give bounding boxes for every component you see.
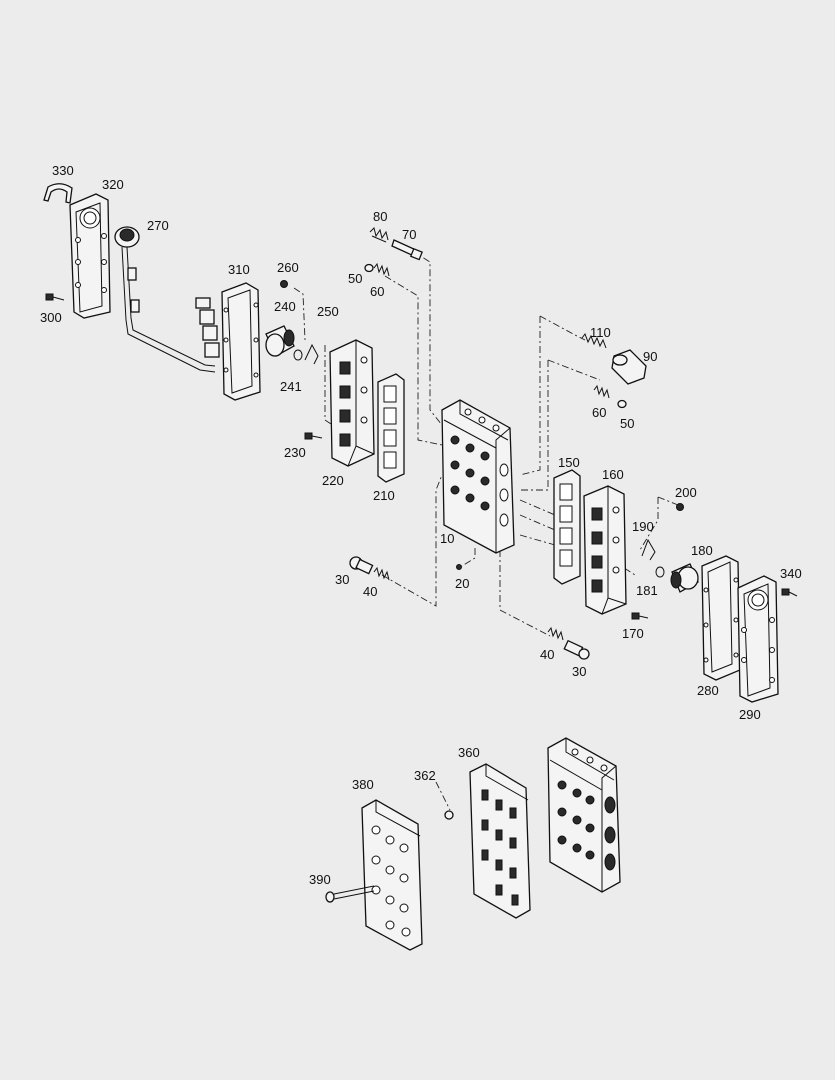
part-10-valve-housing xyxy=(441,399,515,554)
part-260-nut xyxy=(280,280,288,288)
part-210-gasket xyxy=(377,373,405,483)
callout-250: 250 xyxy=(317,304,339,319)
part-90-spool xyxy=(611,349,647,385)
callout-330: 330 xyxy=(52,163,74,178)
part-300-bolt xyxy=(45,293,65,301)
part-380-separator-plate xyxy=(361,799,423,951)
callout-30-left: 30 xyxy=(335,572,350,587)
part-220-valve-body xyxy=(329,339,375,467)
callout-60-right: 60 xyxy=(592,405,607,420)
callout-340: 340 xyxy=(780,566,802,581)
part-60-spring-right xyxy=(593,384,610,399)
complete-valve-assembly xyxy=(547,737,621,893)
callout-270: 270 xyxy=(147,218,169,233)
part-60-spring-upper xyxy=(373,262,390,277)
part-40-spring-left xyxy=(373,566,390,581)
callout-30-right: 30 xyxy=(572,664,587,679)
part-30-plug-left xyxy=(349,556,374,575)
part-30-plug-right xyxy=(563,639,590,660)
callout-50-right: 50 xyxy=(620,416,635,431)
part-360-intermediate-plate xyxy=(469,763,531,919)
part-160-valve-body xyxy=(583,485,627,615)
callout-362: 362 xyxy=(414,768,436,783)
part-20-pin xyxy=(456,564,462,570)
part-50-plug-right xyxy=(617,399,627,409)
callout-320: 320 xyxy=(102,177,124,192)
part-170-bolt xyxy=(631,612,649,620)
callout-220: 220 xyxy=(322,473,344,488)
callout-110: 110 xyxy=(590,325,611,340)
callout-280: 280 xyxy=(697,683,719,698)
callout-260: 260 xyxy=(277,260,299,275)
part-180-solenoid xyxy=(670,563,699,593)
callout-10: 10 xyxy=(440,531,455,546)
callout-40-left: 40 xyxy=(363,584,378,599)
callout-210: 210 xyxy=(373,488,395,503)
callout-180: 180 xyxy=(691,543,713,558)
callout-241: 241 xyxy=(280,379,302,394)
callout-160: 160 xyxy=(602,467,624,482)
callout-390: 390 xyxy=(309,872,331,887)
part-290-cover-plate xyxy=(737,575,779,703)
part-110-spring xyxy=(581,332,607,349)
callout-190: 190 xyxy=(632,519,654,534)
callout-20: 20 xyxy=(455,576,470,591)
callout-310: 310 xyxy=(228,262,250,277)
callout-200: 200 xyxy=(675,485,697,500)
part-80-spring xyxy=(369,227,389,243)
part-240-solenoid xyxy=(265,325,295,357)
part-340-bolt xyxy=(781,588,798,597)
part-330-clip xyxy=(43,183,73,204)
callout-380: 380 xyxy=(352,777,374,792)
callout-240: 240 xyxy=(274,299,296,314)
callout-230: 230 xyxy=(284,445,306,460)
part-40-spring-right xyxy=(547,626,564,641)
callout-70: 70 xyxy=(402,227,417,242)
callout-60-upper: 60 xyxy=(370,284,385,299)
part-181-oring xyxy=(655,566,665,578)
callout-50-upper: 50 xyxy=(348,271,363,286)
part-70-spool xyxy=(391,239,423,261)
callout-300: 300 xyxy=(40,310,62,325)
callout-360: 360 xyxy=(458,745,480,760)
part-250-clip xyxy=(304,343,319,365)
callout-90: 90 xyxy=(643,349,658,364)
callout-80: 80 xyxy=(373,209,388,224)
callout-40-right: 40 xyxy=(540,647,555,662)
part-362-plug xyxy=(444,810,454,820)
part-390-bolt xyxy=(325,885,375,903)
callout-150: 150 xyxy=(558,455,580,470)
callout-170: 170 xyxy=(622,626,644,641)
part-310-gasket xyxy=(221,282,261,401)
part-150-gasket xyxy=(553,469,581,585)
part-280-gasket xyxy=(701,555,741,681)
part-241-oring xyxy=(293,349,303,361)
callout-290: 290 xyxy=(739,707,761,722)
callout-181: 181 xyxy=(636,583,658,598)
part-200-nut xyxy=(676,503,684,511)
part-50-plug-upper xyxy=(364,263,374,273)
part-230-bolt xyxy=(304,432,323,440)
part-270-wiring-harness xyxy=(114,226,220,373)
part-320-cover-plate xyxy=(69,193,111,319)
part-190-clip xyxy=(641,538,656,561)
